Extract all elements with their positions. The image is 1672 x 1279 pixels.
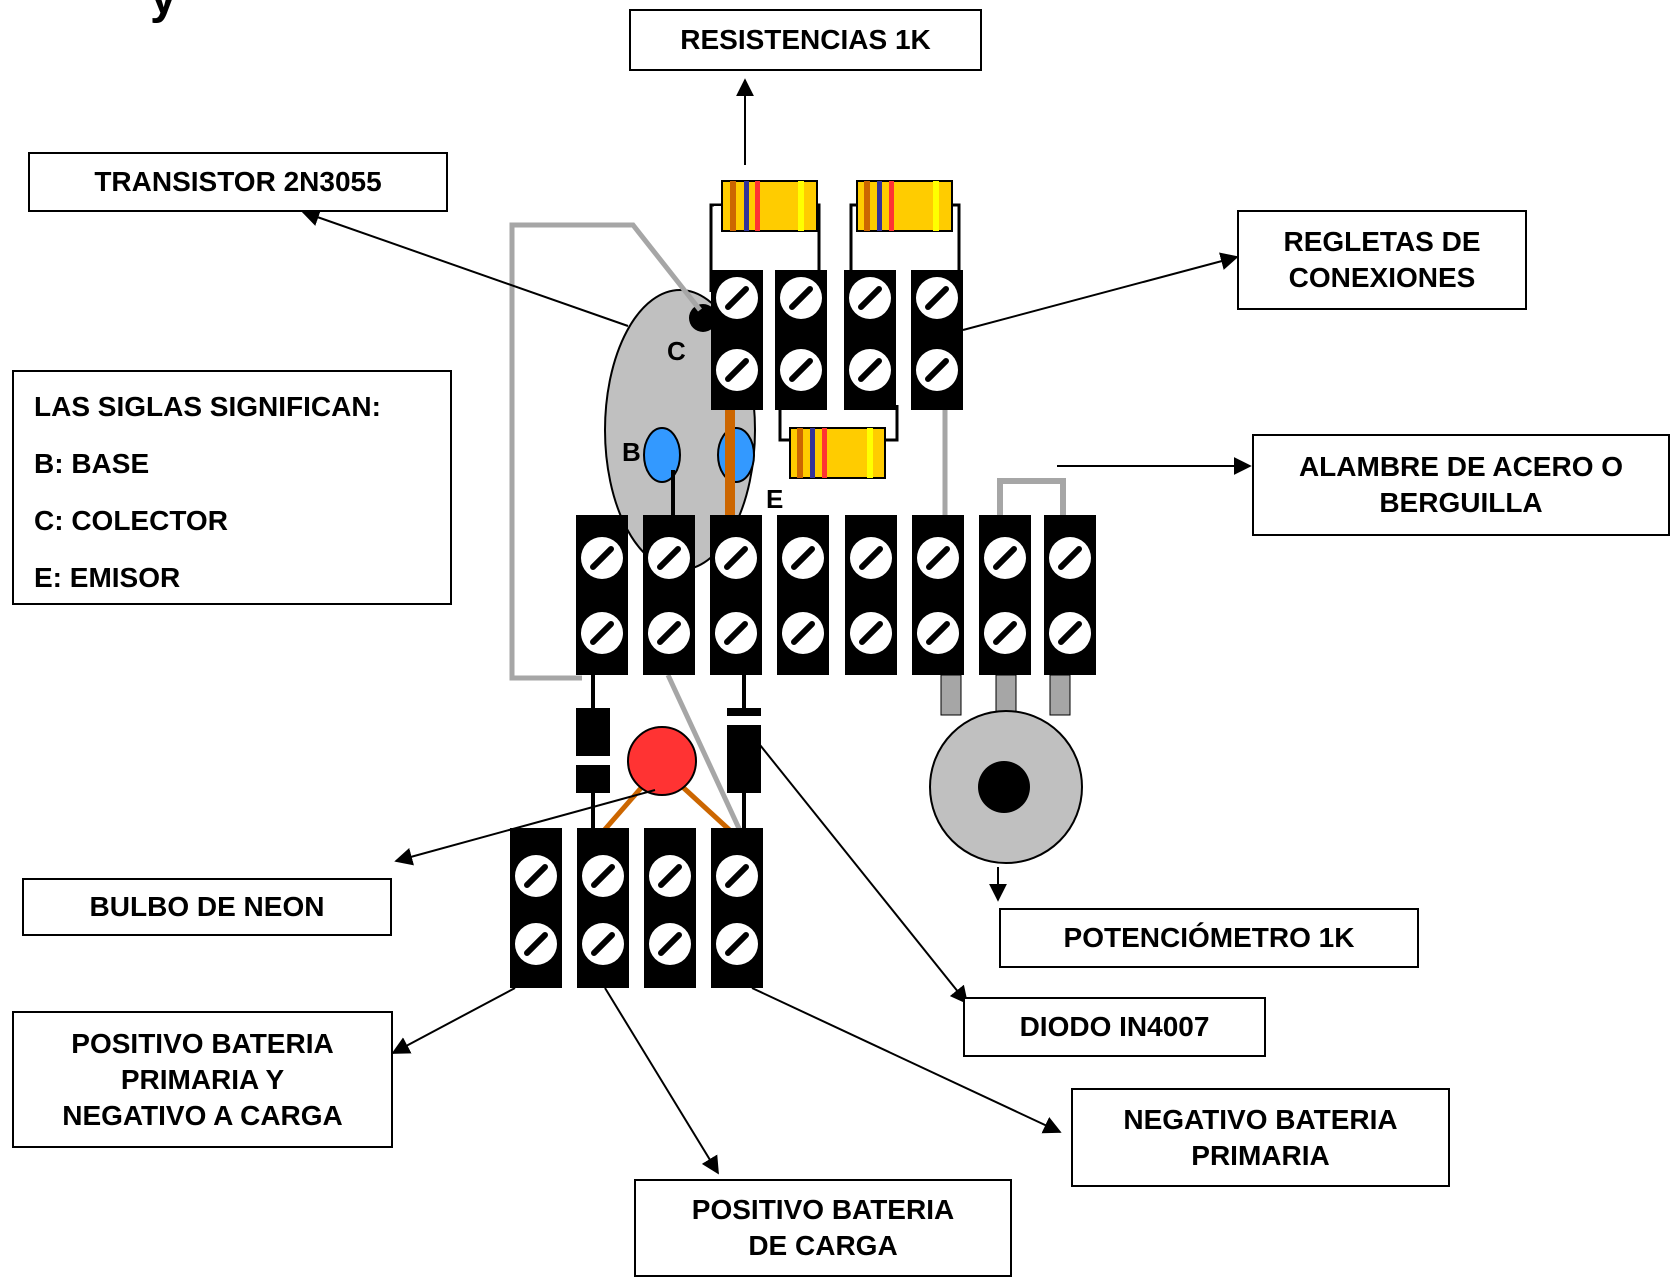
label-text-line: POSITIVO BATERIA	[71, 1027, 334, 1059]
label-text-line: PRIMARIA	[1191, 1139, 1330, 1171]
label-text: DIODO IN4007	[1019, 1011, 1210, 1042]
label-text-line: CONEXIONES	[1288, 262, 1476, 293]
label-bulbo: BULBO DE NEON	[22, 878, 392, 936]
resistor-1	[709, 180, 821, 292]
berguilla-wire	[997, 478, 1066, 520]
legend-item: C: COLECTOR	[34, 505, 228, 536]
label-negativo-primaria: NEGATIVO BATERIA PRIMARIA	[1071, 1088, 1450, 1187]
label-regletas: REGLETAS DE CONEXIONES	[1237, 210, 1527, 310]
diode-left	[576, 708, 610, 793]
resistor-2	[849, 180, 961, 292]
label-alambre: ALAMBRE DE ACERO O BERGUILLA	[1252, 434, 1670, 536]
label-text: TRANSISTOR 2N3055	[94, 166, 382, 197]
pin-label-collector: C	[667, 336, 686, 366]
label-text-line: ALAMBRE DE ACERO O	[1298, 451, 1624, 482]
legend-title: LAS SIGLAS SIGNIFICAN:	[34, 391, 381, 422]
transistor-emitter-pin	[717, 427, 755, 483]
lower-terminal-block	[510, 828, 763, 988]
label-text-line: NEGATIVO BATERIA	[1123, 1103, 1398, 1135]
label-text-line: POSITIVO BATERIA	[691, 1194, 955, 1225]
cropped-heading-fragment: y	[150, 0, 177, 25]
label-text-line: REGLETAS DE	[1283, 226, 1481, 257]
gray-wire-diagonal	[665, 673, 745, 837]
gray-wire-collector	[509, 222, 702, 681]
middle-terminal-block	[576, 515, 1096, 675]
label-transistor: TRANSISTOR 2N3055	[28, 152, 448, 212]
label-text: POTENCIÓMETRO 1K	[1063, 922, 1355, 953]
label-positivo-carga: POSITIVO BATERIA DE CARGA	[634, 1179, 1012, 1277]
upper-terminal-block	[711, 270, 963, 410]
annotation-arrows	[301, 78, 1252, 1175]
label-text: RESISTENCIAS 1K	[680, 24, 931, 55]
pin-label-base: B	[622, 437, 641, 467]
label-text-line: NEGATIVO A CARGA	[62, 1099, 343, 1131]
legend-item: B: BASE	[34, 448, 150, 479]
legend-item: E: EMISOR	[34, 562, 181, 593]
pin-label-emitter: E	[766, 484, 784, 514]
label-potenciometro: POTENCIÓMETRO 1K	[999, 908, 1419, 968]
transistor-collector-hole	[689, 304, 717, 332]
transistor-base-pin	[643, 427, 681, 483]
legend-box: LAS SIGLAS SIGNIFICAN: B: BASE C: COLECT…	[12, 370, 452, 605]
label-text: BULBO DE NEON	[89, 891, 325, 922]
label-text-line: BERGUILLA	[1379, 487, 1543, 518]
label-text-line: DE CARGA	[748, 1230, 898, 1261]
neon-bulb	[627, 726, 697, 796]
label-diodo: DIODO IN4007	[963, 997, 1266, 1057]
label-positivo-primaria: POSITIVO BATERIA PRIMARIA Y NEGATIVO A C…	[12, 1011, 393, 1148]
resistor-3	[778, 405, 899, 479]
label-resistencias: RESISTENCIAS 1K	[629, 9, 982, 71]
label-text-line: PRIMARIA Y	[120, 1063, 285, 1095]
potentiometer-shaft	[978, 761, 1030, 813]
